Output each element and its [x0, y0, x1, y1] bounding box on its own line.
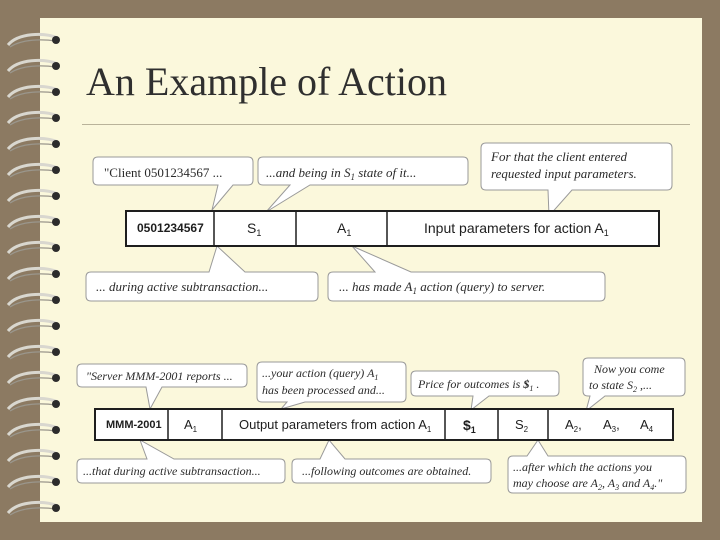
spiral-ring-icon: [6, 84, 60, 100]
callout-processed-line2: has been processed and...: [262, 383, 385, 397]
callout-following-text: ...following outcomes are obtained.: [302, 464, 471, 478]
cell-action-2: A1: [184, 417, 198, 434]
spiral-ring-icon: [6, 266, 60, 282]
callout-state-text: ...and being in S1 state of it...: [266, 165, 416, 182]
spiral-ring-icon: [6, 500, 60, 516]
callout-during-text: ... during active subtransaction...: [96, 279, 268, 294]
title-divider: [82, 124, 690, 125]
callout-processed: [256, 361, 407, 410]
cell-action-a4: A4: [640, 417, 654, 434]
spiral-ring-icon: [6, 474, 60, 490]
callout-during-2-text: ...that during active subtransaction...: [83, 464, 261, 478]
spiral-ring-icon: [6, 188, 60, 204]
spiral-ring-icon: [6, 448, 60, 464]
spiral-ring-icon: [6, 422, 60, 438]
callout-now-line1: Now you come: [593, 362, 665, 376]
callout-entered: [480, 142, 673, 218]
server-report-diagram: MMM-2001 A1 Output parameters from actio…: [76, 357, 687, 494]
spiral-ring-icon: [6, 58, 60, 74]
spiral-ring-icon: [6, 214, 60, 230]
callout-entered-line2: requested input parameters.: [491, 166, 637, 181]
callout-following: [291, 439, 492, 484]
callout-after-line2: may choose are A2, A3 and A4.": [513, 476, 663, 492]
callout-made: [327, 245, 606, 302]
spiral-ring-icon: [6, 318, 60, 334]
cell-action-a3: A3,: [603, 417, 620, 434]
callout-price-text: Price for outcomes is $1 .: [417, 377, 539, 393]
spiral-ring-icon: [6, 396, 60, 412]
cell-input-params: Input parameters for action A1: [424, 220, 609, 238]
callout-made-text: ... has made A1 action (query) to server…: [339, 279, 545, 296]
spiral-ring-icon: [6, 292, 60, 308]
callout-client-text: "Client 0501234567 ...: [104, 165, 222, 180]
spiral-ring-icon: [6, 136, 60, 152]
server-record-bar: [94, 408, 674, 441]
spiral-ring-icon: [6, 162, 60, 178]
cell-price: $1: [463, 417, 476, 435]
cell-action: A1: [337, 220, 351, 238]
spiral-ring-icon: [6, 32, 60, 48]
callout-now-line2: to state S2 ,...: [589, 378, 652, 394]
callout-now: [582, 357, 686, 413]
client-record-bar: [125, 210, 660, 247]
cell-action-a2: A2,: [565, 417, 582, 434]
callout-during-2: [76, 438, 286, 484]
cell-state: S1: [247, 220, 261, 238]
cell-state-2: S2: [515, 417, 529, 434]
spiral-ring-icon: [6, 110, 60, 126]
callout-after: [507, 439, 687, 494]
cell-client-id: 0501234567: [137, 221, 204, 235]
spiral-ring-icon: [6, 370, 60, 386]
callout-server-text: "Server MMM-2001 reports ...: [86, 369, 233, 383]
callout-during: [85, 245, 319, 302]
slide-title: An Example of Action: [86, 59, 448, 104]
callout-after-line1: ...after which the actions you: [513, 460, 652, 474]
callout-server: [76, 363, 248, 411]
spiral-ring-icon: [6, 344, 60, 360]
cell-server-id: MMM-2001: [106, 419, 162, 431]
callout-entered-line1: For that the client entered: [490, 149, 627, 164]
spiral-ring-icon: [6, 240, 60, 256]
callout-price: [410, 370, 560, 412]
callout-client: [92, 156, 254, 211]
callout-state: [257, 156, 469, 213]
client-action-diagram: 0501234567 S1 A1 Input parameters for ac…: [85, 142, 673, 302]
callout-processed-line1: ...your action (query) A1: [262, 366, 378, 382]
cell-output-params: Output parameters from action A1: [239, 417, 432, 434]
